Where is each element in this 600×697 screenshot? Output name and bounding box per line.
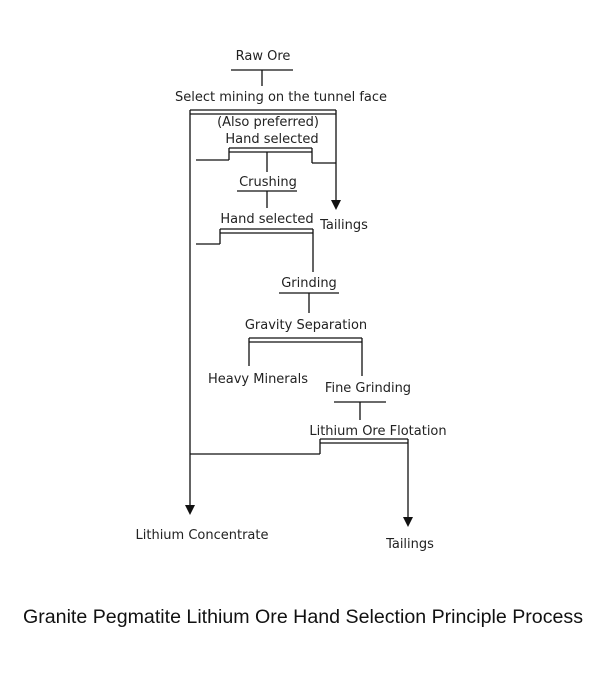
node-lithium-ore-flotation: Lithium Ore Flotation	[309, 424, 446, 439]
node-gravity-separation: Gravity Separation	[245, 318, 367, 333]
node-select-mining: Select mining on the tunnel face	[175, 90, 387, 105]
node-raw-ore: Raw Ore	[236, 49, 291, 64]
node-also-preferred: (Also preferred)	[217, 115, 319, 130]
node-crushing: Crushing	[239, 175, 297, 190]
node-lithium-concentrate: Lithium Concentrate	[136, 528, 269, 543]
node-tailings-2: Tailings	[385, 537, 434, 552]
node-grinding: Grinding	[281, 276, 337, 291]
flow-lines	[185, 69, 413, 527]
node-hand-selected-2: Hand selected	[220, 212, 313, 227]
node-heavy-minerals: Heavy Minerals	[208, 372, 308, 387]
node-tailings-1: Tailings	[319, 218, 368, 233]
node-fine-grinding: Fine Grinding	[325, 381, 411, 396]
node-hand-selected-1: Hand selected	[225, 132, 318, 147]
figure-caption: Granite Pegmatite Lithium Ore Hand Selec…	[23, 607, 583, 628]
